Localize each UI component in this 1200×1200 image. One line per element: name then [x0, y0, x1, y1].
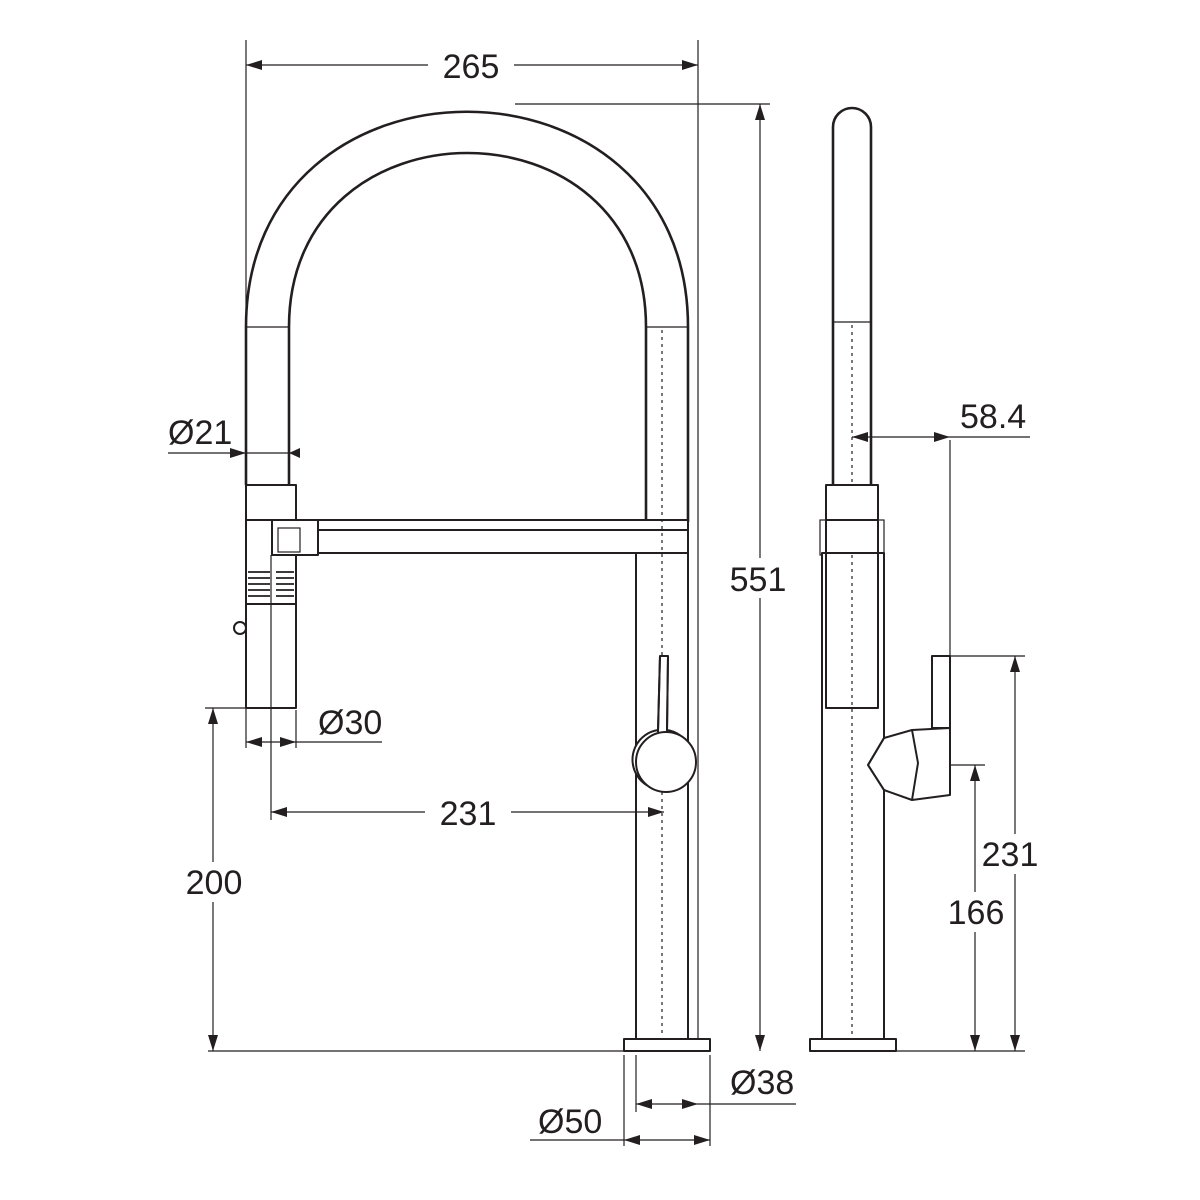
side-spout: [831, 106, 873, 485]
front-view: [233, 110, 711, 1052]
dim-hose-diameter: Ø21: [168, 414, 232, 452]
dim-spray-height-200: 200: [186, 864, 243, 902]
dim-height-551: 551: [730, 561, 787, 599]
dim-handle-height-231: 231: [982, 836, 1039, 874]
swivel-joint: [271, 519, 319, 556]
swing-arm: [299, 519, 689, 554]
dim-reach-231: 231: [440, 795, 497, 833]
dimensions: 265 551 Ø21 Ø30 231 200: [168, 40, 1040, 1146]
dim-width-265: 265: [443, 48, 500, 86]
spray-head-collar: [245, 484, 297, 521]
side-handle-lever: [931, 655, 951, 729]
gooseneck-outer: [244, 110, 690, 522]
dim-base-diameter: Ø50: [538, 1103, 602, 1141]
gooseneck-inner: [287, 151, 648, 522]
side-base-plate: [809, 1038, 897, 1052]
side-view: [809, 106, 951, 1052]
spray-button: [233, 621, 247, 635]
dim-handle-offset: 58.4: [960, 398, 1026, 436]
dim-body-diameter: Ø38: [730, 1064, 794, 1102]
base-plate: [623, 1038, 711, 1052]
dim-spray-diameter: Ø30: [318, 704, 382, 742]
dim-pivot-height-166: 166: [948, 894, 1005, 932]
